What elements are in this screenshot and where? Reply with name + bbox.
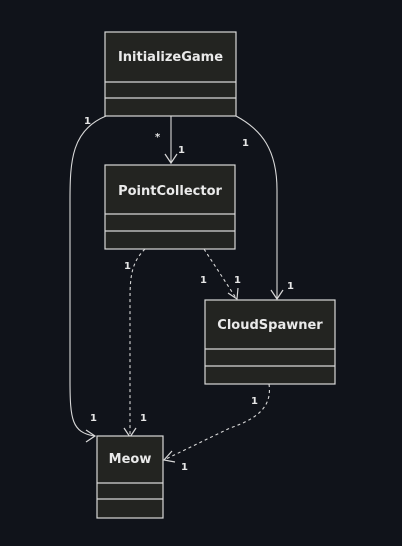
class-name: Meow [109,452,152,467]
mult-pc-cs-target: 1 [234,275,241,286]
arrowhead-meow-from-initializegame [85,429,97,443]
mult-pc-meow-source: 1 [124,261,131,272]
edge-cloudspawner-meow [165,383,270,460]
class-cloudspawner: CloudSpawner [204,299,336,385]
edge-initializegame-meow [69,115,107,437]
mult-pc-meow-target: 1 [140,413,147,424]
arrowhead-cloudspawner-from-pointcollector [227,287,239,301]
mult-ig-cs-source: 1 [242,138,249,149]
class-name: InitializeGame [118,50,223,65]
mult-ig-meow-source: 1 [84,116,91,127]
arrowhead-pointcollector [164,153,178,165]
class-meow: Meow [96,435,164,519]
class-name: PointCollector [118,184,222,199]
mult-ig-cs-target: 1 [287,281,294,292]
arrowhead-cloudspawner-from-initializegame [270,289,284,301]
class-box [104,31,237,117]
class-box [204,299,336,385]
class-box [96,435,164,519]
mult-pc-cs-source: 1 [200,275,207,286]
edge-pointcollector-meow [129,248,146,436]
mult-cs-meow-target: 1 [181,462,188,473]
class-pointcollector: PointCollector [104,164,236,250]
mult-ig-meow-target: 1 [90,413,97,424]
mult-cs-meow-source: 1 [251,396,258,407]
mult-ig-pc-source: * [155,132,161,143]
class-box [104,164,236,250]
edge-pointcollector-cloudspawner [203,248,237,299]
class-name: CloudSpawner [217,318,323,333]
class-initializegame: InitializeGame [104,31,237,117]
mult-ig-pc-target: 1 [178,145,185,156]
arrowhead-meow-from-cloudspawner [162,450,176,463]
edge-initializegame-cloudspawner [235,115,278,298]
